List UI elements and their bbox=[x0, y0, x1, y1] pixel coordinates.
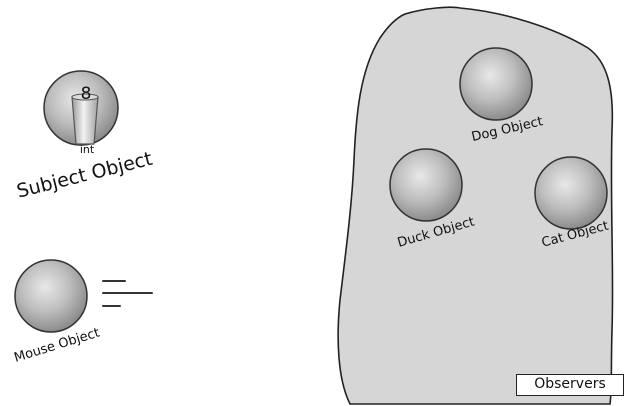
mouse-object: Mouse Object bbox=[12, 259, 153, 366]
cat-object: Cat Object bbox=[534, 156, 610, 251]
subject-value: 8 bbox=[81, 84, 92, 104]
observers-region bbox=[337, 6, 614, 405]
subject-object: 8 int Subject Object bbox=[14, 70, 155, 203]
duck-sphere bbox=[389, 148, 463, 222]
cat-sphere bbox=[534, 156, 608, 230]
int-cup-icon bbox=[71, 96, 99, 145]
observers-label-box: Observers bbox=[516, 374, 624, 396]
subject-type-label: int bbox=[80, 143, 95, 156]
motion-lines bbox=[102, 280, 153, 307]
mouse-sphere bbox=[14, 259, 88, 333]
dog-sphere bbox=[459, 47, 533, 121]
